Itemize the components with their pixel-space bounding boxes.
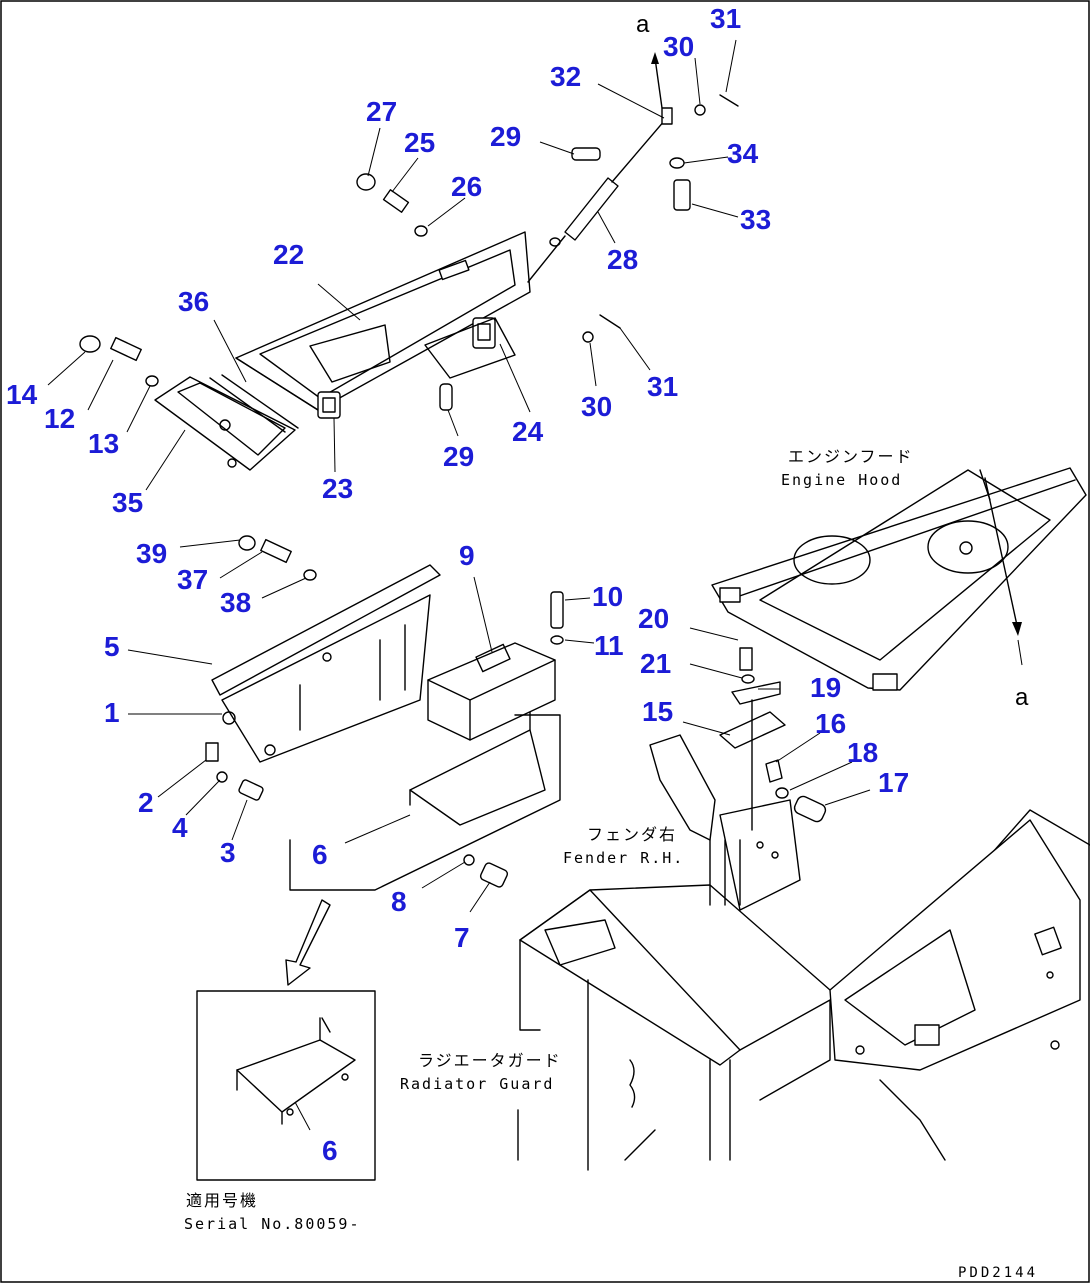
callout-29-bottom: 29	[443, 441, 474, 472]
radiator-guard-label-en: Radiator Guard	[400, 1075, 554, 1093]
engine-hood-label-jp: エンジンフード	[788, 447, 914, 466]
callout-15: 15	[642, 696, 673, 727]
callout-28: 28	[607, 244, 638, 275]
callout-10: 10	[592, 581, 623, 612]
callout-27: 27	[366, 96, 397, 127]
serial-label-en: Serial No.80059-	[184, 1215, 361, 1233]
callout-21: 21	[640, 648, 671, 679]
callout-5: 5	[104, 631, 120, 662]
engine-hood-label-en: Engine Hood	[781, 471, 902, 489]
fender-assembly	[649, 647, 827, 911]
serial-inset	[196, 990, 376, 1181]
callout-2: 2	[138, 787, 154, 818]
radiator-guard	[517, 809, 1090, 1171]
callout-30-top: 30	[663, 31, 694, 62]
callout-6-inset: 6	[322, 1135, 338, 1166]
callout-34: 34	[727, 138, 759, 169]
callout-1: 1	[104, 697, 120, 728]
callout-17: 17	[878, 767, 909, 798]
callout-6: 6	[312, 839, 328, 870]
engine-hood	[711, 467, 1087, 691]
callout-16: 16	[815, 708, 846, 739]
callout-33: 33	[740, 204, 771, 235]
callout-13: 13	[88, 428, 119, 459]
callout-22: 22	[273, 239, 304, 270]
callout-24: 24	[512, 416, 544, 447]
callout-11: 11	[594, 630, 624, 661]
drawing-code: PDD2144	[958, 1265, 1038, 1281]
leaders-top	[47, 39, 739, 491]
callout-18: 18	[847, 737, 878, 768]
callout-31-bottom: 31	[647, 371, 678, 402]
callout-38: 38	[220, 587, 251, 618]
callout-3: 3	[220, 837, 236, 868]
callout-23: 23	[322, 473, 353, 504]
cover-assembly	[79, 52, 739, 471]
callout-32: 32	[550, 61, 581, 92]
radiator-guard-label-jp: ラジエータガード	[418, 1051, 562, 1070]
callout-25: 25	[404, 127, 435, 158]
callout-39: 39	[136, 538, 167, 569]
callout-26: 26	[451, 171, 482, 202]
serial-label-jp: 適用号機	[186, 1191, 258, 1210]
step-assembly	[205, 535, 564, 986]
callout-numbers: 31 30 32 27 29 25 34 26 33 22 28 36 31 1…	[6, 3, 909, 1166]
callout-7: 7	[454, 922, 470, 953]
callout-19: 19	[810, 672, 841, 703]
callout-30-bottom: 30	[581, 391, 612, 422]
callout-4: 4	[172, 812, 188, 843]
reference-a-top: a	[636, 11, 650, 38]
callout-12: 12	[44, 403, 75, 434]
callout-8: 8	[391, 886, 407, 917]
callout-20: 20	[638, 603, 669, 634]
fender-label-jp: フェンダ右	[587, 825, 677, 844]
callout-31-top: 31	[710, 3, 741, 34]
callout-36: 36	[178, 286, 209, 317]
callout-37: 37	[177, 564, 208, 595]
leaders-right	[682, 627, 871, 806]
callout-29-top: 29	[490, 121, 521, 152]
leaders-middle	[127, 539, 595, 913]
callout-9: 9	[459, 540, 475, 571]
callout-35: 35	[112, 487, 143, 518]
reference-a-right: a	[1015, 684, 1029, 711]
callout-14: 14	[6, 379, 38, 410]
fender-label-en: Fender R.H.	[563, 849, 684, 867]
